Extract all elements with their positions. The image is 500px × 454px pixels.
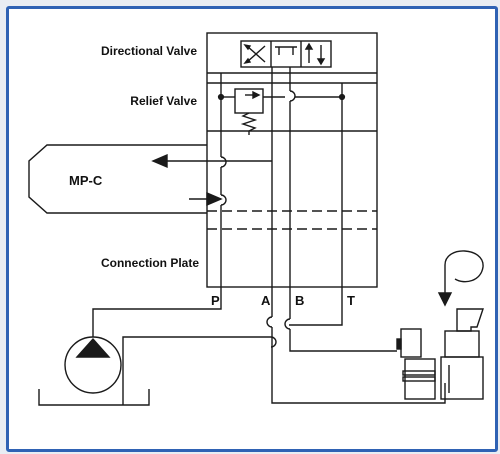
port-t-label: T (347, 293, 355, 308)
diagram-frame: Directional Valve Relief Valve MP-C Conn… (6, 6, 498, 452)
hydraulic-circuit-diagram: Directional Valve Relief Valve MP-C Conn… (28, 32, 484, 406)
relief-valve-label: Relief Valve (130, 94, 197, 108)
hydraulic-cylinder (396, 328, 436, 400)
connection-plate-label: Connection Plate (101, 256, 199, 270)
port-p-line (220, 73, 227, 287)
valve-stack-body (206, 32, 378, 288)
directional-valve-label: Directional Valve (101, 44, 197, 58)
relief-valve-symbol (234, 88, 264, 132)
directional-valve-symbol (240, 40, 332, 68)
port-a-label: A (261, 293, 271, 308)
port-p-label: P (211, 293, 220, 308)
reservoir-tank (38, 389, 150, 406)
loading-arrow (444, 250, 484, 295)
mp-c-label: MP-C (69, 173, 103, 188)
mp-c-block (28, 144, 207, 214)
pump-symbol (64, 336, 122, 394)
port-b-label: B (295, 293, 304, 308)
clamp-arm (440, 308, 484, 400)
port-b-line (289, 67, 296, 287)
